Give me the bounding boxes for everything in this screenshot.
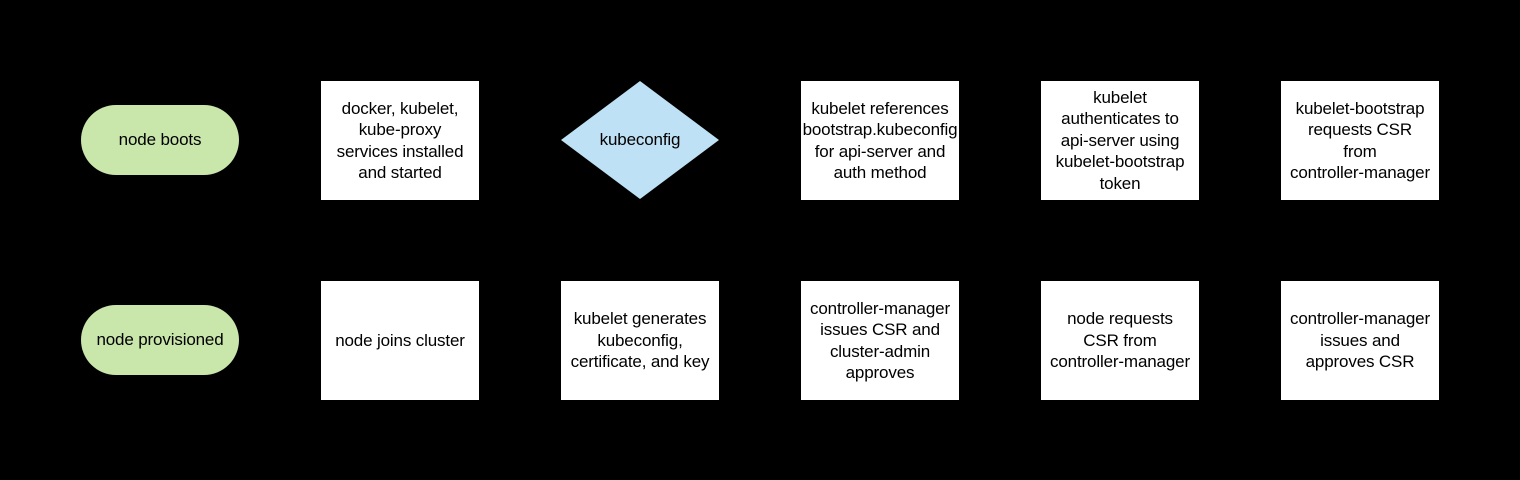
node-label: controller-manager issues and approves C…: [1290, 309, 1430, 372]
flow-node-kubelet-generates[interactable]: kubelet generates kubeconfig, certificat…: [561, 281, 719, 400]
node-label: node requests CSR from controller-manage…: [1050, 309, 1190, 372]
flow-node-kubelet-references-bootstrap[interactable]: kubelet references bootstrap.kubeconfig …: [801, 81, 959, 200]
flow-node-kubelet-authenticates[interactable]: kubelet authenticates to api-server usin…: [1041, 81, 1199, 200]
node-label: kubelet references bootstrap.kubeconfig …: [802, 98, 958, 183]
flow-node-kubelet-bootstrap-requests-csr[interactable]: kubelet-bootstrap requests CSR from cont…: [1281, 81, 1439, 200]
node-label: node boots: [118, 130, 202, 150]
diamond-shape-icon: [561, 81, 719, 199]
node-label: kubelet-bootstrap requests CSR from cont…: [1290, 98, 1430, 183]
flow-node-node-provisioned[interactable]: node provisioned: [81, 305, 239, 375]
node-label: kubelet generates kubeconfig, certificat…: [570, 309, 710, 372]
node-label: docker, kubelet, kube-proxy services ins…: [336, 98, 464, 183]
node-label: kubeconfig: [599, 130, 681, 150]
node-label: controller-manager issues CSR and cluste…: [810, 298, 950, 383]
flow-node-controller-manager-issues-approves[interactable]: controller-manager issues and approves C…: [1281, 281, 1439, 400]
node-label-wrap: kubeconfig: [600, 129, 681, 151]
flow-node-controller-manager-issues-csr[interactable]: controller-manager issues CSR and cluste…: [801, 281, 959, 400]
flow-node-kubeconfig-decision[interactable]: kubeconfig: [561, 81, 719, 199]
flow-node-node-boots[interactable]: node boots: [81, 105, 239, 175]
flow-node-node-joins-cluster[interactable]: node joins cluster: [321, 281, 479, 400]
flow-node-node-requests-csr[interactable]: node requests CSR from controller-manage…: [1041, 281, 1199, 400]
flow-node-services-installed[interactable]: docker, kubelet, kube-proxy services ins…: [321, 81, 479, 200]
node-label: kubelet authenticates to api-server usin…: [1055, 87, 1185, 193]
node-label: node joins cluster: [335, 330, 465, 350]
node-label: node provisioned: [96, 330, 224, 350]
